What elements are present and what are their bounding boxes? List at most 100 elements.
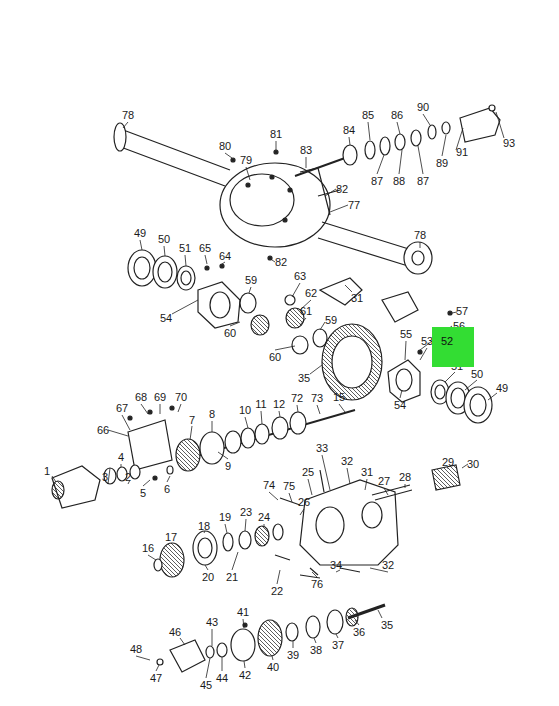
- callout-number: 52: [441, 335, 474, 347]
- callout-number: 50: [158, 233, 170, 245]
- callout-number: 61: [300, 305, 312, 317]
- callout-number: 84: [343, 124, 355, 136]
- callout-number: 47: [150, 672, 162, 684]
- callout-number: 75: [283, 480, 295, 492]
- callout-number: 80: [219, 140, 231, 152]
- callout-number: 19: [219, 511, 231, 523]
- callout-number: 91: [456, 146, 468, 158]
- callout-number: 79: [240, 154, 252, 166]
- callout-number: 41: [237, 606, 249, 618]
- pinion-shaft-parts: [52, 406, 355, 508]
- callout-number: 93: [503, 137, 515, 149]
- callout-number: 60: [269, 351, 281, 363]
- callout-number: 7: [189, 414, 195, 426]
- callout-number: 48: [130, 643, 142, 655]
- callout-number: 65: [199, 242, 211, 254]
- callout-number: 67: [116, 402, 128, 414]
- callout-number: 59: [325, 314, 337, 326]
- callout-number: 45: [200, 679, 212, 691]
- callout-number: 38: [310, 644, 322, 656]
- axle-shaft-parts: [231, 105, 500, 260]
- callout-number: 70: [175, 391, 187, 403]
- callout-number: 29: [442, 456, 454, 468]
- callout-number: 81: [270, 128, 282, 140]
- callout-number: 33: [316, 442, 328, 454]
- callout-number: 30: [467, 458, 479, 470]
- highlight-box: 52: [432, 327, 474, 367]
- callout-number: 66: [97, 424, 109, 436]
- callout-number: 31: [361, 466, 373, 478]
- callout-number: 88: [393, 175, 405, 187]
- leader-lines: [52, 112, 504, 678]
- callout-number: 83: [300, 144, 312, 156]
- callout-number: 44: [216, 672, 228, 684]
- output-shaft-parts: [157, 605, 385, 672]
- callout-number: 21: [226, 571, 238, 583]
- callout-number: 35: [381, 619, 393, 631]
- callout-number: 26: [298, 496, 310, 508]
- callout-number: 49: [496, 382, 508, 394]
- callout-number: 82: [275, 256, 287, 268]
- callout-number: 5: [140, 487, 146, 499]
- callout-number: 85: [362, 109, 374, 121]
- callout-number: 6: [164, 483, 170, 495]
- callout-number: 11: [255, 398, 266, 410]
- differential-parts: [128, 250, 492, 423]
- callout-number: 3: [102, 471, 108, 483]
- callout-number: 62: [305, 287, 317, 299]
- callout-number: 73: [311, 392, 323, 404]
- callout-number: 50: [471, 368, 483, 380]
- callout-number: 17: [165, 531, 177, 543]
- callout-number: 82: [336, 183, 348, 195]
- callout-number: 51: [179, 242, 191, 254]
- callout-number: 22: [271, 585, 283, 597]
- callout-number: 31: [351, 292, 363, 304]
- callout-number: 15: [333, 391, 345, 403]
- callout-number: 28: [399, 471, 411, 483]
- callout-number: 16: [142, 542, 154, 554]
- callout-number: 86: [391, 109, 403, 121]
- axle-housing: [114, 123, 432, 274]
- callout-number: 59: [245, 274, 257, 286]
- callout-number: 55: [400, 328, 412, 340]
- callout-number: 89: [436, 157, 448, 169]
- callout-number: 25: [302, 466, 314, 478]
- callout-number: 34: [330, 559, 342, 571]
- callout-number: 37: [332, 639, 344, 651]
- callout-number: 57: [456, 305, 468, 317]
- callout-number: 36: [353, 626, 365, 638]
- callout-number: 40: [267, 661, 279, 673]
- callout-number: 32: [341, 455, 353, 467]
- callout-number: 46: [169, 626, 181, 638]
- callout-number: 43: [206, 616, 218, 628]
- callout-number: 49: [134, 227, 146, 239]
- callout-number: 42: [239, 669, 251, 681]
- callout-number: 87: [371, 175, 383, 187]
- callout-number: 9: [225, 460, 231, 472]
- callout-number: 24: [258, 511, 270, 523]
- callout-number: 8: [209, 408, 215, 420]
- callout-number: 4: [118, 451, 124, 463]
- callout-number: 63: [294, 270, 306, 282]
- callout-number: 77: [348, 199, 360, 211]
- callout-number: 54: [160, 312, 172, 324]
- callout-number: 23: [240, 506, 252, 518]
- callout-number: 1: [44, 465, 50, 477]
- callout-number: 32: [382, 559, 394, 571]
- callout-number: 12: [273, 398, 285, 410]
- callout-number: 78: [414, 229, 426, 241]
- callout-number: 20: [202, 571, 214, 583]
- callout-number: 90: [417, 101, 429, 113]
- callout-number: 2: [125, 471, 131, 483]
- callout-number: 35: [298, 372, 310, 384]
- callout-number: 18: [198, 520, 210, 532]
- callout-number: 27: [378, 475, 390, 487]
- callout-number: 39: [287, 649, 299, 661]
- callout-number: 69: [154, 391, 166, 403]
- callout-number: 87: [417, 175, 429, 187]
- callout-number: 64: [219, 250, 231, 262]
- callout-number: 74: [263, 479, 275, 491]
- callout-number: 76: [311, 578, 323, 590]
- callout-number: 60: [224, 327, 236, 339]
